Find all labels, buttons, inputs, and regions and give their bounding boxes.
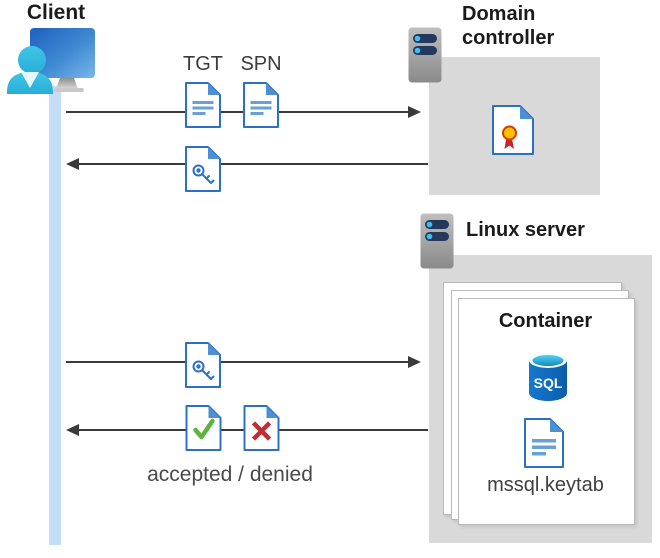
container-label: Container: [498, 310, 593, 332]
key-document-icon: [185, 342, 221, 388]
tgt-label: TGT: [183, 53, 223, 75]
spn-label: SPN: [240, 53, 282, 75]
arrowhead-right-icon: [408, 106, 421, 118]
tgt-document-icon: [185, 82, 221, 128]
keytab-label: mssql.keytab: [487, 474, 604, 496]
arrow-dc-to-client: [66, 158, 428, 170]
sql-label: SQL: [534, 375, 563, 391]
certificate-document-icon: [492, 105, 534, 155]
client-lifeline: [49, 86, 61, 545]
container-card: [458, 298, 635, 525]
spn-document-icon: [243, 82, 279, 128]
arrowhead-right-icon: [408, 356, 421, 368]
domain-controller-label: Domain controller: [462, 3, 555, 49]
person-at-monitor-icon: [7, 28, 95, 94]
key-document-icon: [185, 146, 221, 192]
client-label: Client: [26, 1, 86, 24]
arrow-client-to-dc: [66, 106, 421, 118]
sql-database-icon: SQL: [529, 353, 567, 401]
server-icon: [420, 213, 454, 269]
arrowhead-left-icon: [66, 158, 79, 170]
server-icon: [408, 27, 442, 83]
accepted-denied-label: accepted / denied: [147, 463, 313, 486]
arrow-client-to-linux: [66, 356, 421, 368]
arrowhead-left-icon: [66, 424, 79, 436]
x-document-icon: [243, 405, 280, 451]
check-document-icon: [185, 405, 222, 451]
linux-server-label: Linux server: [466, 219, 585, 241]
keytab-document-icon: [524, 418, 564, 468]
